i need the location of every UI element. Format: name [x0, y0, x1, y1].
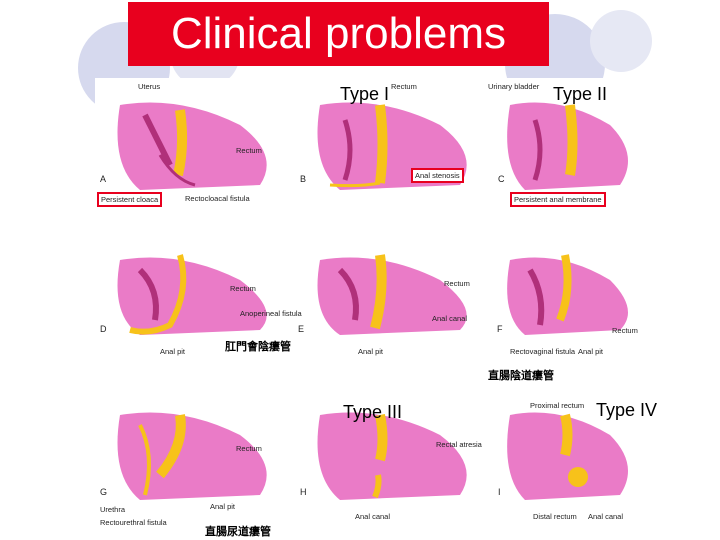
- label-anal-pit-g: Anal pit: [210, 502, 236, 511]
- panel-letter-i: I: [498, 487, 501, 497]
- type-iii-label: Type III: [343, 402, 403, 422]
- type-i-label: Type I: [340, 84, 390, 104]
- label-anoperineal-fistula: Anoperineal fistula: [240, 309, 302, 318]
- panel-g-diagram: [117, 412, 267, 500]
- label-rectal-atresia: Rectal atresia: [436, 440, 482, 449]
- page-title: Clinical problems: [170, 9, 506, 58]
- title-banner: Clinical problems: [128, 2, 549, 66]
- label-urethra: Urethra: [100, 505, 126, 514]
- persistent-cloaca-label: Persistent cloaca: [97, 192, 163, 207]
- panel-letter-a: A: [100, 174, 107, 184]
- chinese-rectovaginal-label: 直腸陰道瘻管: [488, 369, 554, 382]
- panel-letter-b: B: [300, 174, 307, 184]
- panel-i-diagram: [507, 412, 628, 500]
- anal-stenosis-label: Anal stenosis: [411, 168, 464, 183]
- panel-letter-d: D: [100, 324, 107, 334]
- label-anal-pit-f: Anal pit: [578, 347, 604, 356]
- panel-c-diagram: [507, 102, 628, 190]
- panel-letter-h: H: [300, 487, 307, 497]
- label-rectum-b: Rectum: [391, 82, 417, 91]
- panel-f-diagram: [507, 254, 628, 335]
- label-uterus: Uterus: [138, 82, 161, 91]
- panel-letter-f: F: [497, 324, 503, 334]
- panel-e-diagram: [317, 254, 467, 335]
- label-anal-canal-e: Anal canal: [432, 314, 468, 323]
- persistent-anal-membrane-label: Persistent anal membrane: [510, 192, 606, 207]
- type-ii-label: Type II: [553, 84, 608, 104]
- chinese-anoperineal-label: 肛門會陰瘻管: [225, 340, 291, 353]
- label-rectum-a: Rectum: [236, 146, 262, 155]
- panel-h-diagram: [317, 412, 467, 500]
- label-anal-pit-d: Anal pit: [160, 347, 186, 356]
- panel-letter-c: C: [498, 174, 505, 184]
- panel-d-diagram: [117, 254, 267, 335]
- label-rectum-g: Rectum: [236, 444, 262, 453]
- label-rectocloacal-fistula: Rectocloacal fistula: [185, 194, 250, 203]
- label-proximal-rectum: Proximal rectum: [530, 401, 585, 410]
- decorative-circle: [590, 10, 652, 72]
- panel-letter-g: G: [100, 487, 108, 497]
- label-anal-canal-h: Anal canal: [355, 512, 391, 521]
- label-anal-pit-e: Anal pit: [358, 347, 384, 356]
- label-anal-canal-i: Anal canal: [588, 512, 624, 521]
- label-urinary-bladder: Urinary bladder: [488, 82, 540, 91]
- label-rectourethral-fistula: Rectourethral fistula: [100, 518, 167, 527]
- chinese-rectourethral-label: 直腸尿道瘻管: [205, 525, 271, 538]
- label-rectovaginal-fistula: Rectovaginal fistula: [510, 347, 576, 356]
- panel-letter-e: E: [298, 324, 305, 334]
- type-iv-label: Type IV: [596, 400, 658, 420]
- label-rectum-e: Rectum: [444, 279, 470, 288]
- label-distal-rectum: Distal rectum: [533, 512, 577, 521]
- label-rectum-f: Rectum: [612, 326, 638, 335]
- label-rectum-d: Rectum: [230, 284, 256, 293]
- panel-a-diagram: [117, 102, 267, 190]
